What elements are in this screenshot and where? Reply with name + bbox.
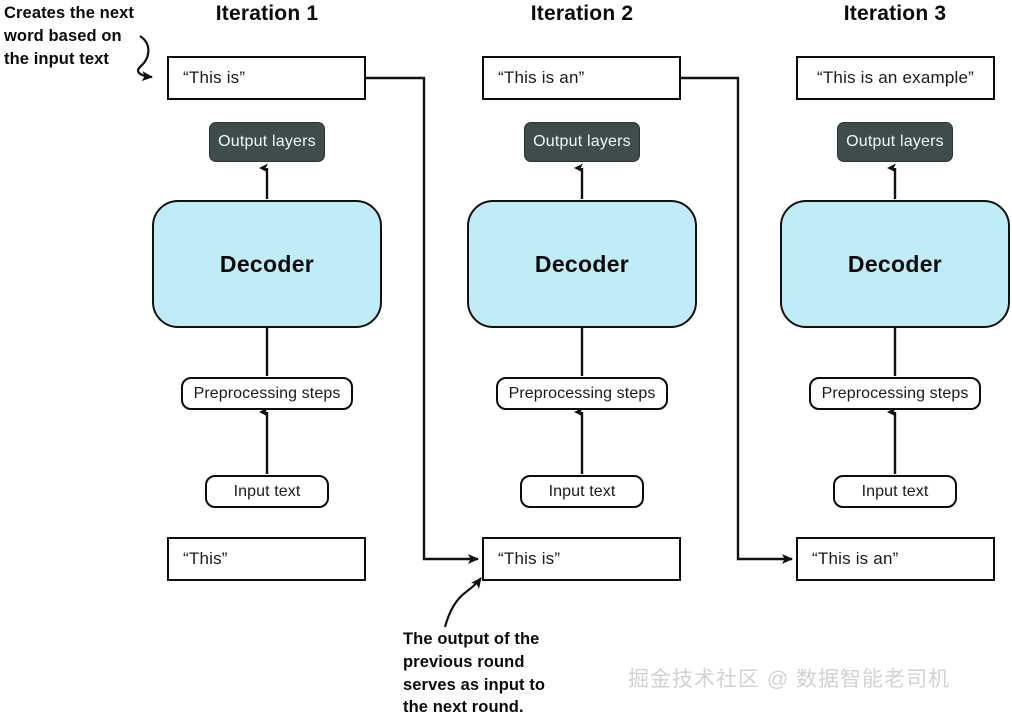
annotation-bottom-line-3: serves as input to	[403, 675, 546, 694]
annotation-bottom-line-1: The output of the	[403, 630, 540, 648]
annotation-top-left: Creates the next word based on the input…	[4, 2, 164, 70]
output-textbox-iteration-3: “This is an example”	[796, 56, 995, 100]
annotation-top-left-line-1: Creates the next	[4, 4, 134, 22]
annotation-top-left-line-3: the input text	[4, 49, 109, 68]
output-layers-iteration-1: Output layers	[209, 122, 325, 162]
heading-iteration-3: Iteration 3	[843, 2, 947, 25]
heading-iteration-1: Iteration 1	[215, 2, 319, 25]
output-layers-iteration-3: Output layers	[837, 122, 953, 162]
input-value-iteration-3: “This is an”	[796, 537, 995, 581]
annotation-bottom-line-4: the next round.	[403, 698, 524, 717]
preprocessing-steps-iteration-1: Preprocessing steps	[181, 377, 353, 410]
input-text-iteration-2: Input text	[520, 475, 644, 508]
preprocessing-steps-iteration-3: Preprocessing steps	[809, 377, 981, 410]
decoder-iteration-1: Decoder	[152, 200, 382, 328]
annotation-arrow-top-left	[136, 35, 153, 82]
decoder-iteration-3: Decoder	[780, 200, 1010, 328]
output-textbox-iteration-2: “This is an”	[482, 56, 681, 100]
input-text-iteration-1: Input text	[205, 475, 329, 508]
input-value-iteration-1: “This”	[167, 537, 366, 581]
connector-iter2-output-to-iter3-input	[680, 76, 793, 564]
annotation-top-left-line-2: word based on	[4, 26, 122, 45]
input-value-iteration-2: “This is”	[482, 537, 681, 581]
output-layers-iteration-2: Output layers	[524, 122, 640, 162]
annotation-arrow-bottom	[443, 577, 482, 628]
output-textbox-iteration-1: “This is”	[167, 56, 366, 100]
decoder-iteration-2: Decoder	[467, 200, 697, 328]
annotation-bottom-line-2: previous round	[403, 652, 525, 671]
watermark: 掘金技术社区 @ 数据智能老司机	[628, 668, 950, 691]
preprocessing-steps-iteration-2: Preprocessing steps	[496, 377, 668, 410]
annotation-bottom: The output of the previous round serves …	[403, 628, 603, 719]
connector-iter1-output-to-iter2-input	[366, 76, 479, 564]
heading-iteration-2: Iteration 2	[530, 2, 634, 25]
input-text-iteration-3: Input text	[833, 475, 957, 508]
